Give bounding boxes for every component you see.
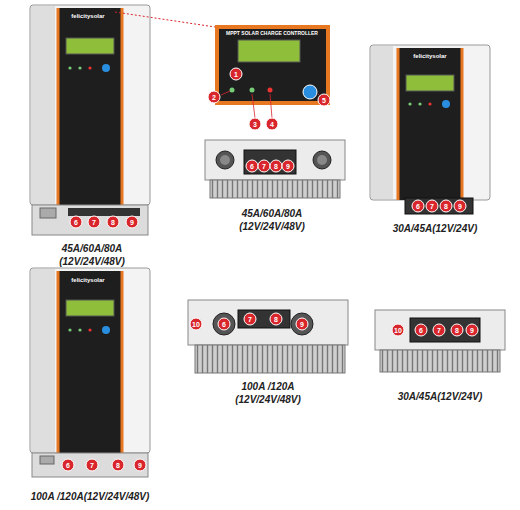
callout-number: 9	[134, 459, 147, 472]
model-caption: (12V/24V/48V)	[59, 256, 125, 267]
callout-number: 4	[266, 118, 279, 131]
brand-logo: felicitysolar	[71, 13, 104, 20]
callout-number: 8	[451, 324, 464, 337]
callout-number: 7	[433, 324, 446, 337]
model-caption: 100A /120A	[242, 381, 295, 392]
callout-number: 8	[107, 216, 120, 229]
model-caption: (12V/24V/48V)	[239, 221, 305, 232]
callout-number: 10	[190, 318, 203, 331]
callout-number: 7	[426, 200, 439, 213]
callout-number: 9	[466, 324, 479, 337]
brand-logo: felicitysolar	[71, 277, 104, 284]
callout-number: 6	[218, 318, 231, 331]
callout-number: 9	[296, 318, 309, 331]
brand-logo: felicitysolar	[413, 53, 446, 60]
callout-number: 9	[282, 160, 295, 173]
callout-number: 9	[126, 216, 139, 229]
callout-number: 3	[249, 118, 262, 131]
callout-number: 5	[318, 94, 331, 107]
callout-number: 8	[440, 200, 453, 213]
callout-number: 6	[62, 459, 75, 472]
callout-number: 2	[208, 91, 221, 104]
model-caption: 30A/45A(12V/24V)	[398, 391, 483, 402]
model-caption: 100A /120A(12V/24V/48V)	[31, 491, 150, 502]
callout-number: 7	[88, 216, 101, 229]
callout-number: 7	[244, 313, 257, 326]
callout-number: 8	[270, 313, 283, 326]
model-caption: 45A/60A/80A	[62, 243, 123, 254]
panel-title: MPPT SOLAR CHARGE CONTROLLER	[226, 31, 318, 37]
callout-number: 10	[392, 324, 405, 337]
model-caption: (12V/24V/48V)	[235, 394, 301, 405]
callout-number: 1	[230, 68, 243, 81]
model-caption: 30A/45A(12V/24V)	[393, 223, 478, 234]
callout-number: 8	[112, 459, 125, 472]
callout-number: 6	[412, 200, 425, 213]
callout-number: 9	[454, 200, 467, 213]
callout-number: 7	[86, 459, 99, 472]
model-caption: 45A/60A/80A	[242, 208, 303, 219]
callout-number: 6	[415, 324, 428, 337]
callout-number: 6	[70, 216, 83, 229]
